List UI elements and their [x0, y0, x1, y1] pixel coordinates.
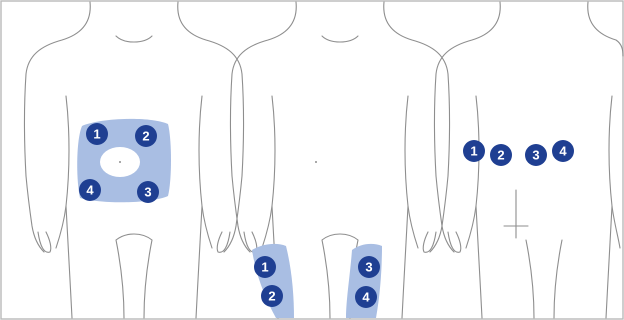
marker-label: 4	[86, 183, 94, 198]
marker-label: 3	[144, 185, 151, 200]
marker-label: 3	[365, 260, 372, 275]
marker-abdomen-3: 3	[137, 181, 159, 203]
marker-label: 3	[532, 148, 539, 163]
marker-label: 2	[268, 289, 275, 304]
marker-abdomen-1: 1	[86, 123, 108, 145]
marker-label: 2	[142, 129, 149, 144]
marker-label: 2	[497, 148, 504, 163]
marker-abdomen-4: 4	[79, 179, 101, 201]
marker-thigh-1: 1	[254, 256, 276, 278]
marker-label: 1	[261, 260, 268, 275]
navel-dot	[315, 161, 317, 163]
marker-label: 4	[362, 290, 370, 305]
marker-thigh-2: 2	[261, 285, 283, 307]
marker-back-4: 4	[552, 140, 574, 162]
marker-label: 4	[559, 144, 567, 159]
marker-thigh-4: 4	[355, 286, 377, 308]
marker-back-3: 3	[525, 144, 547, 166]
marker-back-2: 2	[490, 144, 512, 166]
navel-dot	[119, 161, 121, 163]
marker-abdomen-2: 2	[135, 125, 157, 147]
marker-thigh-3: 3	[358, 256, 380, 278]
marker-label: 1	[93, 127, 100, 142]
marker-label: 1	[470, 144, 477, 159]
marker-back-1: 1	[463, 140, 485, 162]
